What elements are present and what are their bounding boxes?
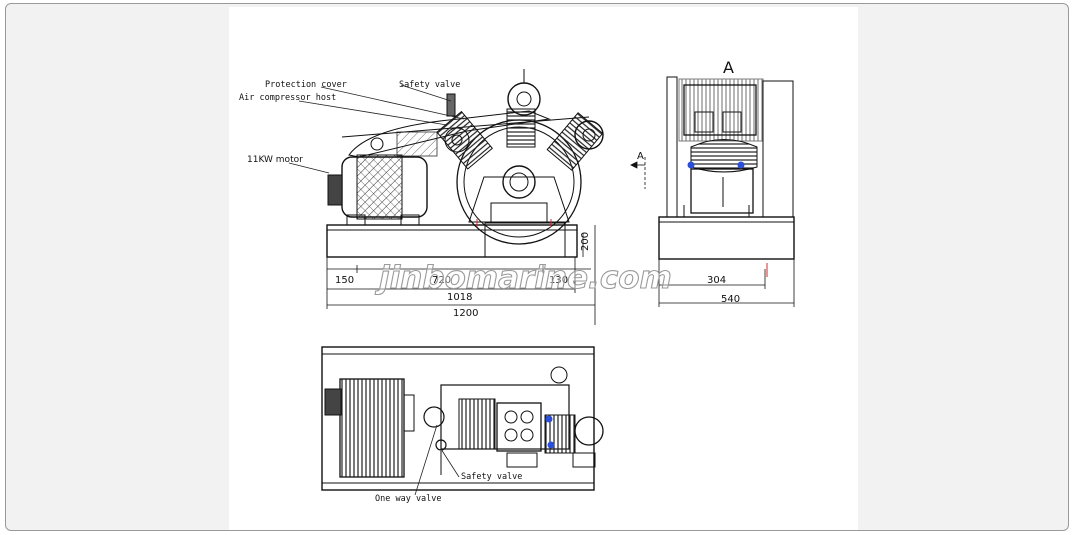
air-compressor-host-label: Air compressor host [239,93,336,103]
safety-valve-top-label: Safety valve [399,80,460,90]
front-view-dimensions [326,225,596,325]
dim-720: 720 [432,275,451,286]
image-frame: Protection cover Air compressor host Saf… [5,3,1069,531]
view-a-label: A [723,58,734,77]
motor-label: 11KW motor [247,155,303,165]
protection-cover-label: Protection cover [265,80,347,90]
arrow-a-label: A [637,151,644,162]
side-view-dimensions [630,157,795,307]
compressor-drawing: Protection cover Air compressor host Saf… [239,58,795,504]
dim-304: 304 [707,275,726,286]
safety-valve-bottom-label: Safety valve [461,472,522,482]
dim-130: 130 [549,275,568,286]
front-red-marks [476,219,552,227]
one-way-valve-label: One way valve [375,494,442,504]
dim-540: 540 [721,294,740,305]
drawing-sheet: Protection cover Air compressor host Saf… [229,7,858,530]
dim-150: 150 [335,275,354,286]
side-view [658,76,795,260]
top-view [321,346,604,491]
leader-lines [288,84,465,496]
dim-200: 200 [580,232,591,251]
dim-1200: 1200 [453,308,478,319]
front-view [326,69,604,258]
dim-1018: 1018 [447,292,472,303]
watermark: jinbomarine.com [375,260,672,296]
